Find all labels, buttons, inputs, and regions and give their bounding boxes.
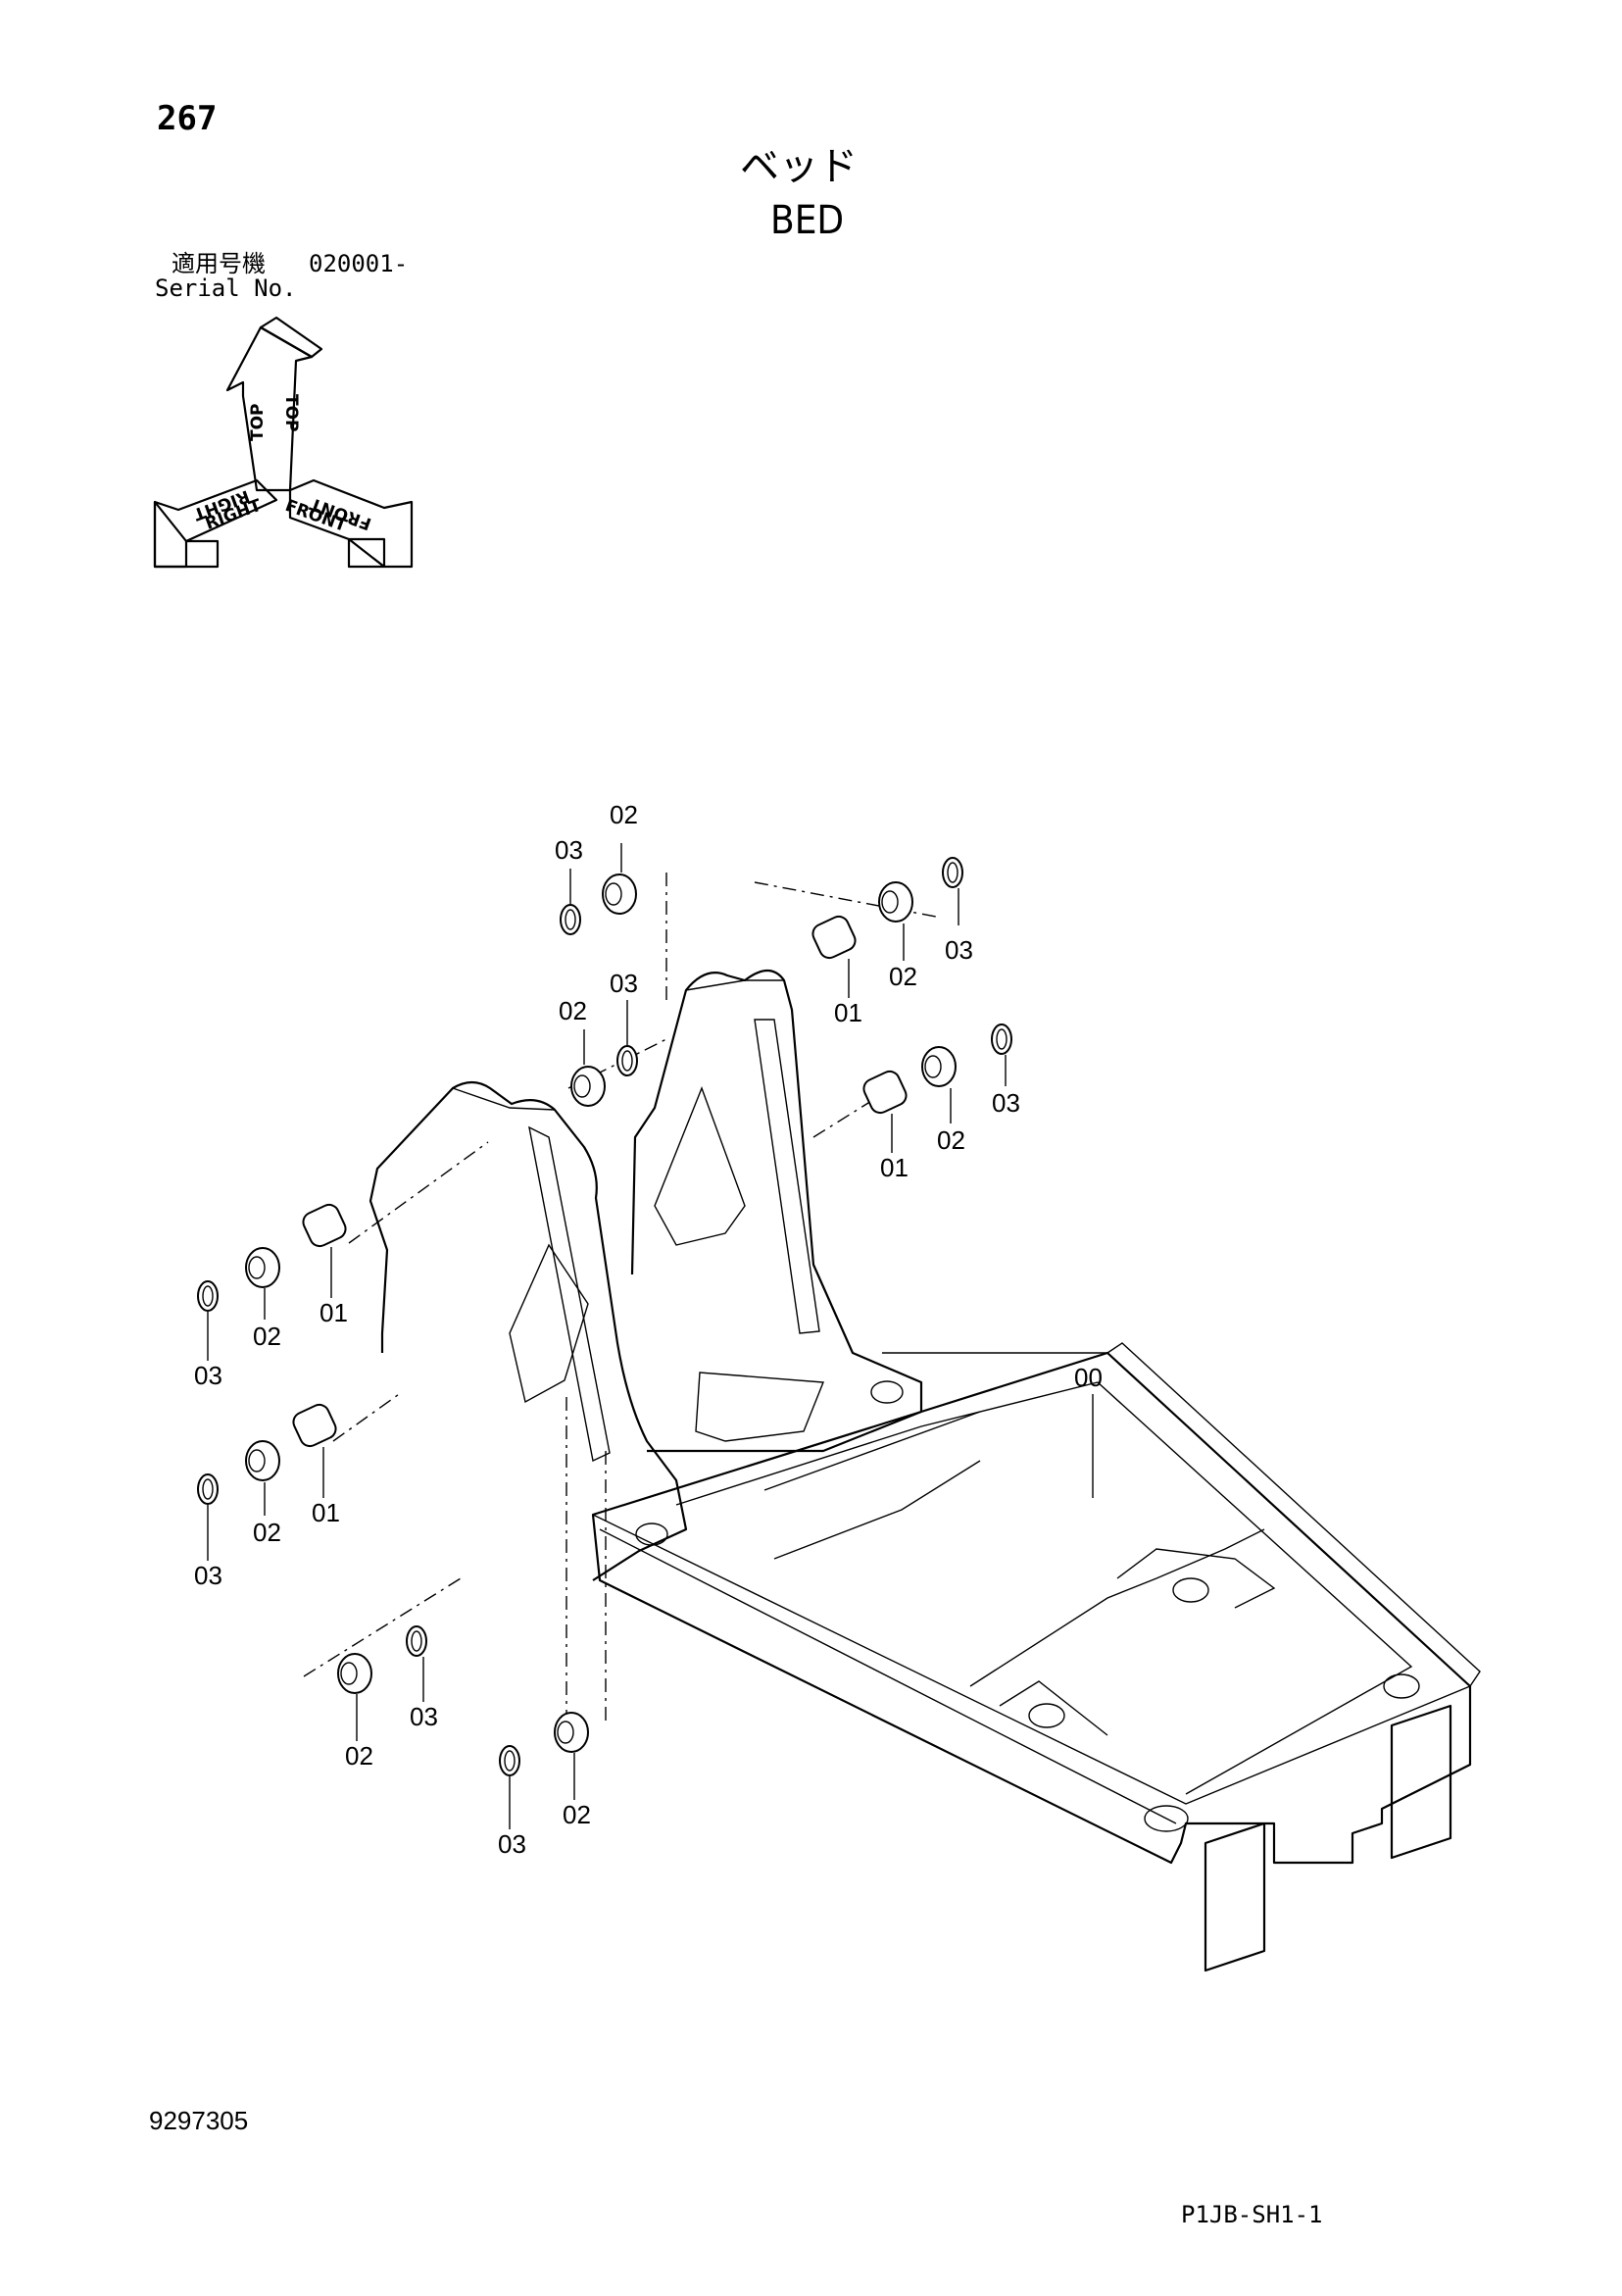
title-japanese: ベッド [740, 144, 858, 189]
bushing-part [554, 1712, 589, 1753]
pin-parts [292, 915, 908, 1448]
pin-part [811, 915, 857, 960]
ring-part [616, 1045, 638, 1076]
callout-bushing: 02 [253, 1518, 281, 1547]
ring-part [560, 904, 581, 935]
serial-label-english: Serial No. [155, 275, 297, 302]
callout-pin: 01 [319, 1298, 348, 1327]
callout-pin: 01 [880, 1153, 909, 1182]
callout-bushing: 02 [937, 1125, 965, 1155]
pin-part [292, 1403, 337, 1448]
orientation-indicator: TOP TOP RIGHT RIGHT FRONT FRONT [153, 316, 414, 569]
bushing-part [570, 1066, 606, 1107]
callout-bushing: 02 [889, 962, 917, 991]
callout-bushing: 02 [563, 1800, 591, 1829]
callout-ring: 03 [555, 835, 583, 865]
bed-base-box [591, 1351, 1472, 1865]
callout-bushing: 02 [345, 1741, 373, 1771]
callout-ring: 03 [945, 935, 973, 965]
ring-part [499, 1745, 520, 1776]
pin-part [302, 1203, 347, 1248]
callout-pin: 01 [834, 998, 862, 1027]
leg-plate-right [1390, 1704, 1452, 1860]
ring-part [197, 1473, 219, 1505]
left-boom-tower [369, 1080, 688, 1581]
ring-part [406, 1625, 427, 1657]
callout-pin: 01 [312, 1498, 340, 1527]
callout-labels: 00 01 01 01 01 02 02 02 02 02 02 02 02 0… [194, 800, 1103, 1859]
front-arrow-icon [288, 478, 414, 569]
right-boom-tower [630, 969, 923, 1453]
title-english: BED [770, 198, 845, 243]
bushing-part [602, 873, 637, 915]
callout-ring: 03 [194, 1561, 222, 1590]
callout-ring: 03 [194, 1361, 222, 1390]
ring-part [991, 1023, 1012, 1055]
page-number: 267 [157, 99, 218, 138]
callout-ring: 03 [410, 1702, 438, 1731]
bushing-part [245, 1440, 280, 1481]
bushing-part [878, 881, 913, 923]
leader-lines [207, 843, 1094, 1829]
callout-ring: 03 [610, 969, 638, 998]
bushing-part [245, 1247, 280, 1288]
serial-label-japanese: 適用号機 [172, 250, 266, 277]
top-label-right: TOP [281, 394, 301, 432]
leg-plate-left [1204, 1822, 1266, 1972]
bushing-part [921, 1046, 957, 1087]
pin-part [862, 1070, 908, 1115]
drawing-number: 9297305 [149, 2106, 249, 2135]
ring-parts [197, 857, 1012, 1776]
sheet-code: P1JB-SH1-1 [1181, 2201, 1323, 2228]
callout-bushing: 02 [610, 800, 638, 829]
serial-number-value: 020001- [309, 250, 409, 277]
top-arrow-icon [225, 316, 323, 492]
ring-part [197, 1280, 219, 1312]
bushing-parts [245, 873, 957, 1753]
callout-bushing: 02 [559, 996, 587, 1025]
bed-frame [369, 969, 1481, 1972]
right-arrow-icon [153, 478, 278, 569]
callout-frame: 00 [1074, 1363, 1103, 1392]
ring-part [942, 857, 963, 888]
top-label-left: TOP [248, 403, 268, 441]
callout-bushing: 02 [253, 1322, 281, 1351]
callout-ring: 03 [498, 1829, 526, 1859]
bushing-part [337, 1653, 372, 1694]
callout-ring: 03 [992, 1088, 1020, 1118]
